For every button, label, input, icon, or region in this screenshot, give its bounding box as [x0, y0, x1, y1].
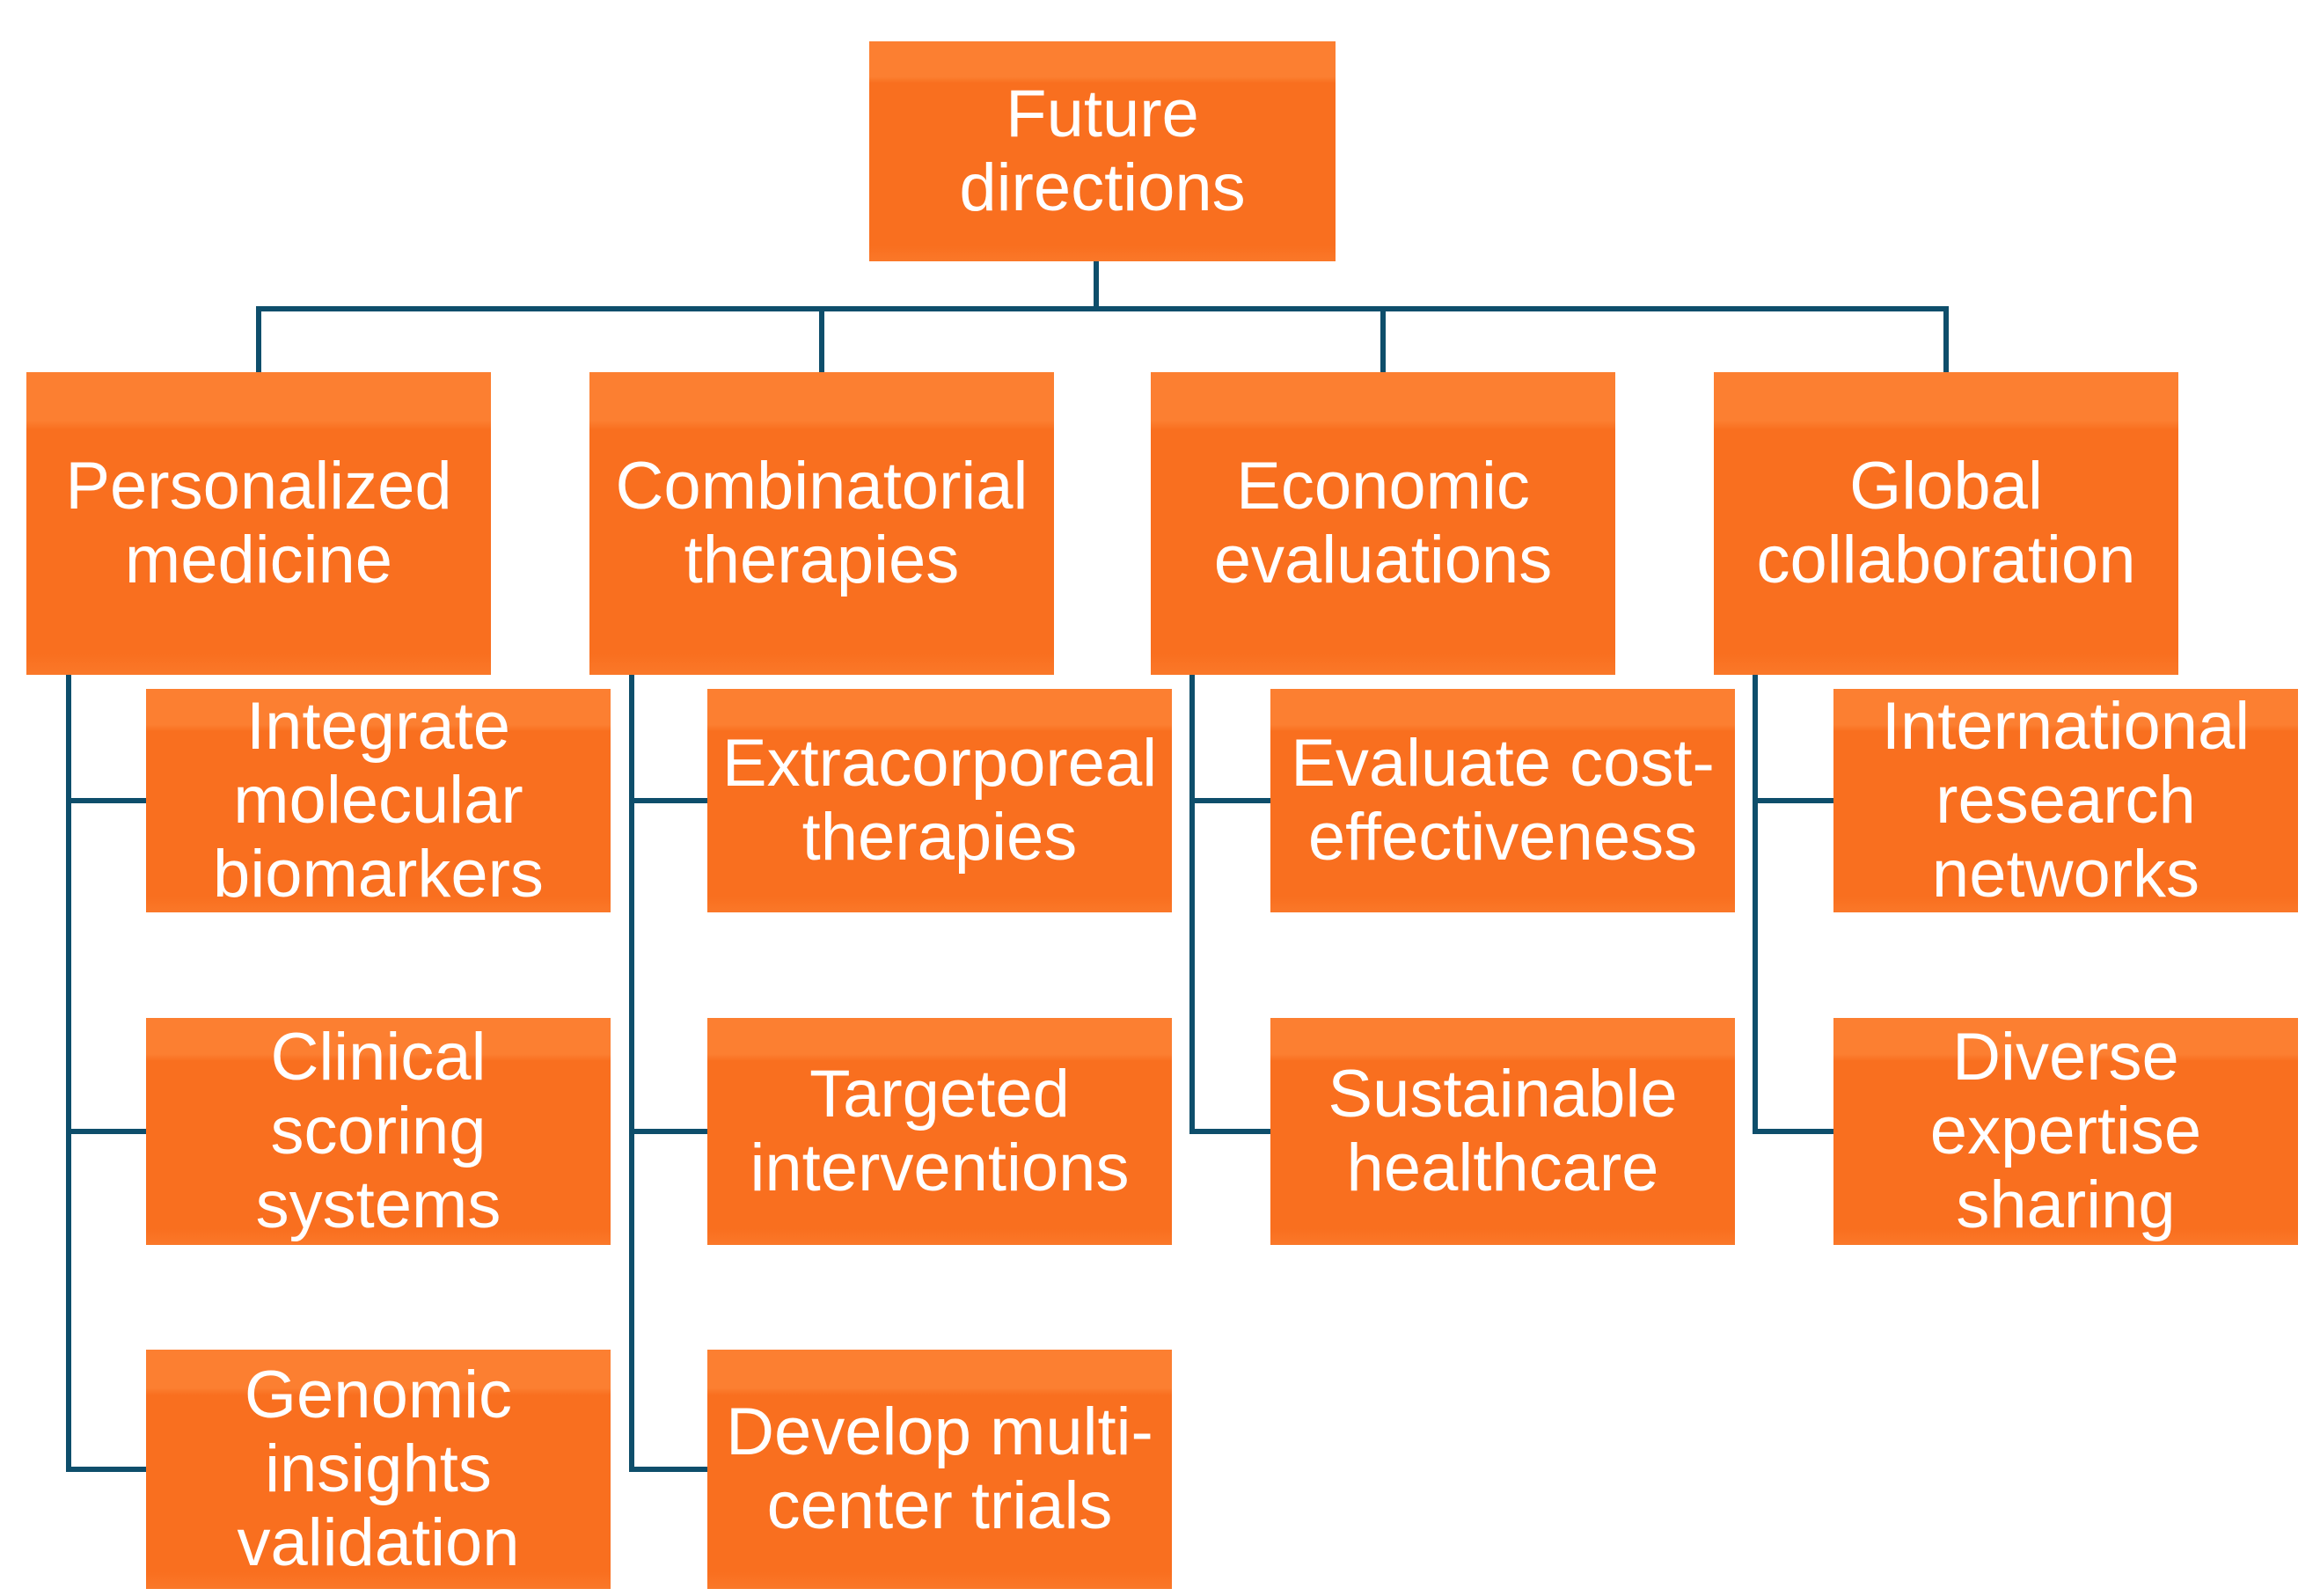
node-evaluate-cost-effectiveness: Evaluate cost- effectiveness	[1270, 689, 1735, 912]
node-future-directions: Future directions	[869, 41, 1336, 261]
node-develop-multi-center-trials: Develop multi- center trials	[707, 1350, 1172, 1589]
connector-distributor-line	[256, 306, 1949, 311]
connector-trunk-personalized	[66, 675, 71, 1472]
node-targeted-interventions: Targeted interventions	[707, 1018, 1172, 1245]
connector-branch	[1189, 1129, 1270, 1134]
connector-root-stub	[1094, 261, 1099, 309]
node-international-research-networks: International research networks	[1833, 689, 2298, 912]
connector-drop-personalized	[256, 306, 261, 372]
node-genomic-insights-validation: Genomic insights validation	[146, 1350, 611, 1589]
connector-drop-combinatorial	[819, 306, 824, 372]
connector-branch	[1189, 798, 1270, 803]
node-personalized-medicine: Personalized medicine	[26, 372, 491, 675]
connector-trunk-combinatorial	[629, 675, 634, 1472]
connector-drop-global	[1943, 306, 1949, 372]
connector-branch	[629, 798, 707, 803]
connector-branch	[66, 1129, 146, 1134]
connector-trunk-economic	[1189, 675, 1195, 1134]
node-clinical-scoring-systems: Clinical scoring systems	[146, 1018, 611, 1245]
node-economic-evaluations: Economic evaluations	[1151, 372, 1615, 675]
connector-branch	[629, 1129, 707, 1134]
node-diverse-expertise-sharing: Diverse expertise sharing	[1833, 1018, 2298, 1245]
node-combinatorial-therapies: Combinatorial therapies	[589, 372, 1054, 675]
connector-drop-economic	[1380, 306, 1386, 372]
connector-trunk-global	[1753, 675, 1758, 1134]
node-extracorporeal-therapies: Extracorporeal therapies	[707, 689, 1172, 912]
node-global-collaboration: Global collaboration	[1714, 372, 2178, 675]
node-integrate-molecular-biomarkers: Integrate molecular biomarkers	[146, 689, 611, 912]
connector-branch	[66, 798, 146, 803]
node-sustainable-healthcare: Sustainable healthcare	[1270, 1018, 1735, 1245]
connector-branch	[1753, 798, 1833, 803]
connector-branch	[66, 1467, 146, 1472]
connector-branch	[1753, 1129, 1833, 1134]
connector-branch	[629, 1467, 707, 1472]
